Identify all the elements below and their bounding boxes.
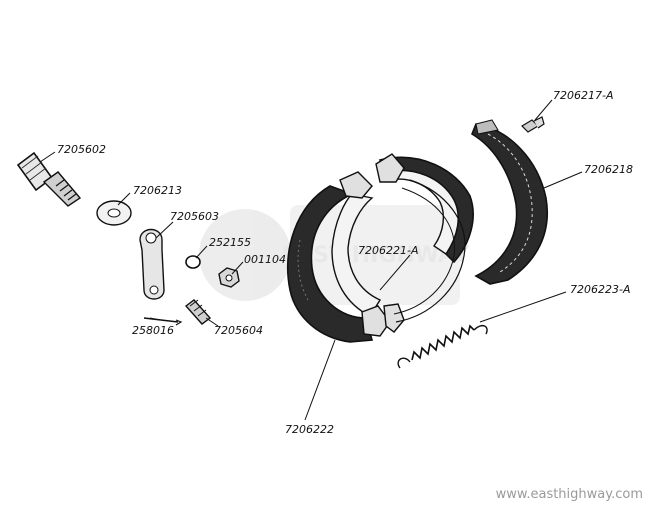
label-7205604: 7205604 xyxy=(214,324,263,337)
watermark-site-url: www.easthighway.com xyxy=(496,487,643,502)
label-7205602: 7205602 xyxy=(57,143,106,156)
part-labels: 7205602 7206213 7205603 252155 001104 25… xyxy=(57,89,633,436)
pin-258016 xyxy=(143,317,183,326)
pin-7205604 xyxy=(184,299,212,325)
leader-lines xyxy=(39,99,583,421)
label-7206218: 7206218 xyxy=(584,163,633,176)
label-7205603: 7205603 xyxy=(170,210,219,223)
label-7206221a: 7206221-A xyxy=(358,244,418,257)
label-7206213: 7206213 xyxy=(133,184,182,197)
brake-shoe-7206222 xyxy=(287,153,474,343)
nut-001104 xyxy=(218,267,240,288)
label-252155: 252155 xyxy=(209,236,251,249)
label-258016: 258016 xyxy=(132,324,174,337)
label-7206217a: 7206217-A xyxy=(553,89,613,102)
label-7206222: 7206222 xyxy=(285,423,334,436)
lever-7205603 xyxy=(139,228,165,300)
ring-252155 xyxy=(185,255,201,269)
spring-7206223a xyxy=(397,324,488,369)
washer-7206213 xyxy=(96,200,132,226)
lining-7206218 xyxy=(471,119,548,285)
bolt-7205602 xyxy=(16,151,82,207)
rivet-7206217a xyxy=(521,116,545,133)
label-001104: 001104 xyxy=(244,253,286,266)
label-7206223a: 7206223-A xyxy=(570,283,630,296)
